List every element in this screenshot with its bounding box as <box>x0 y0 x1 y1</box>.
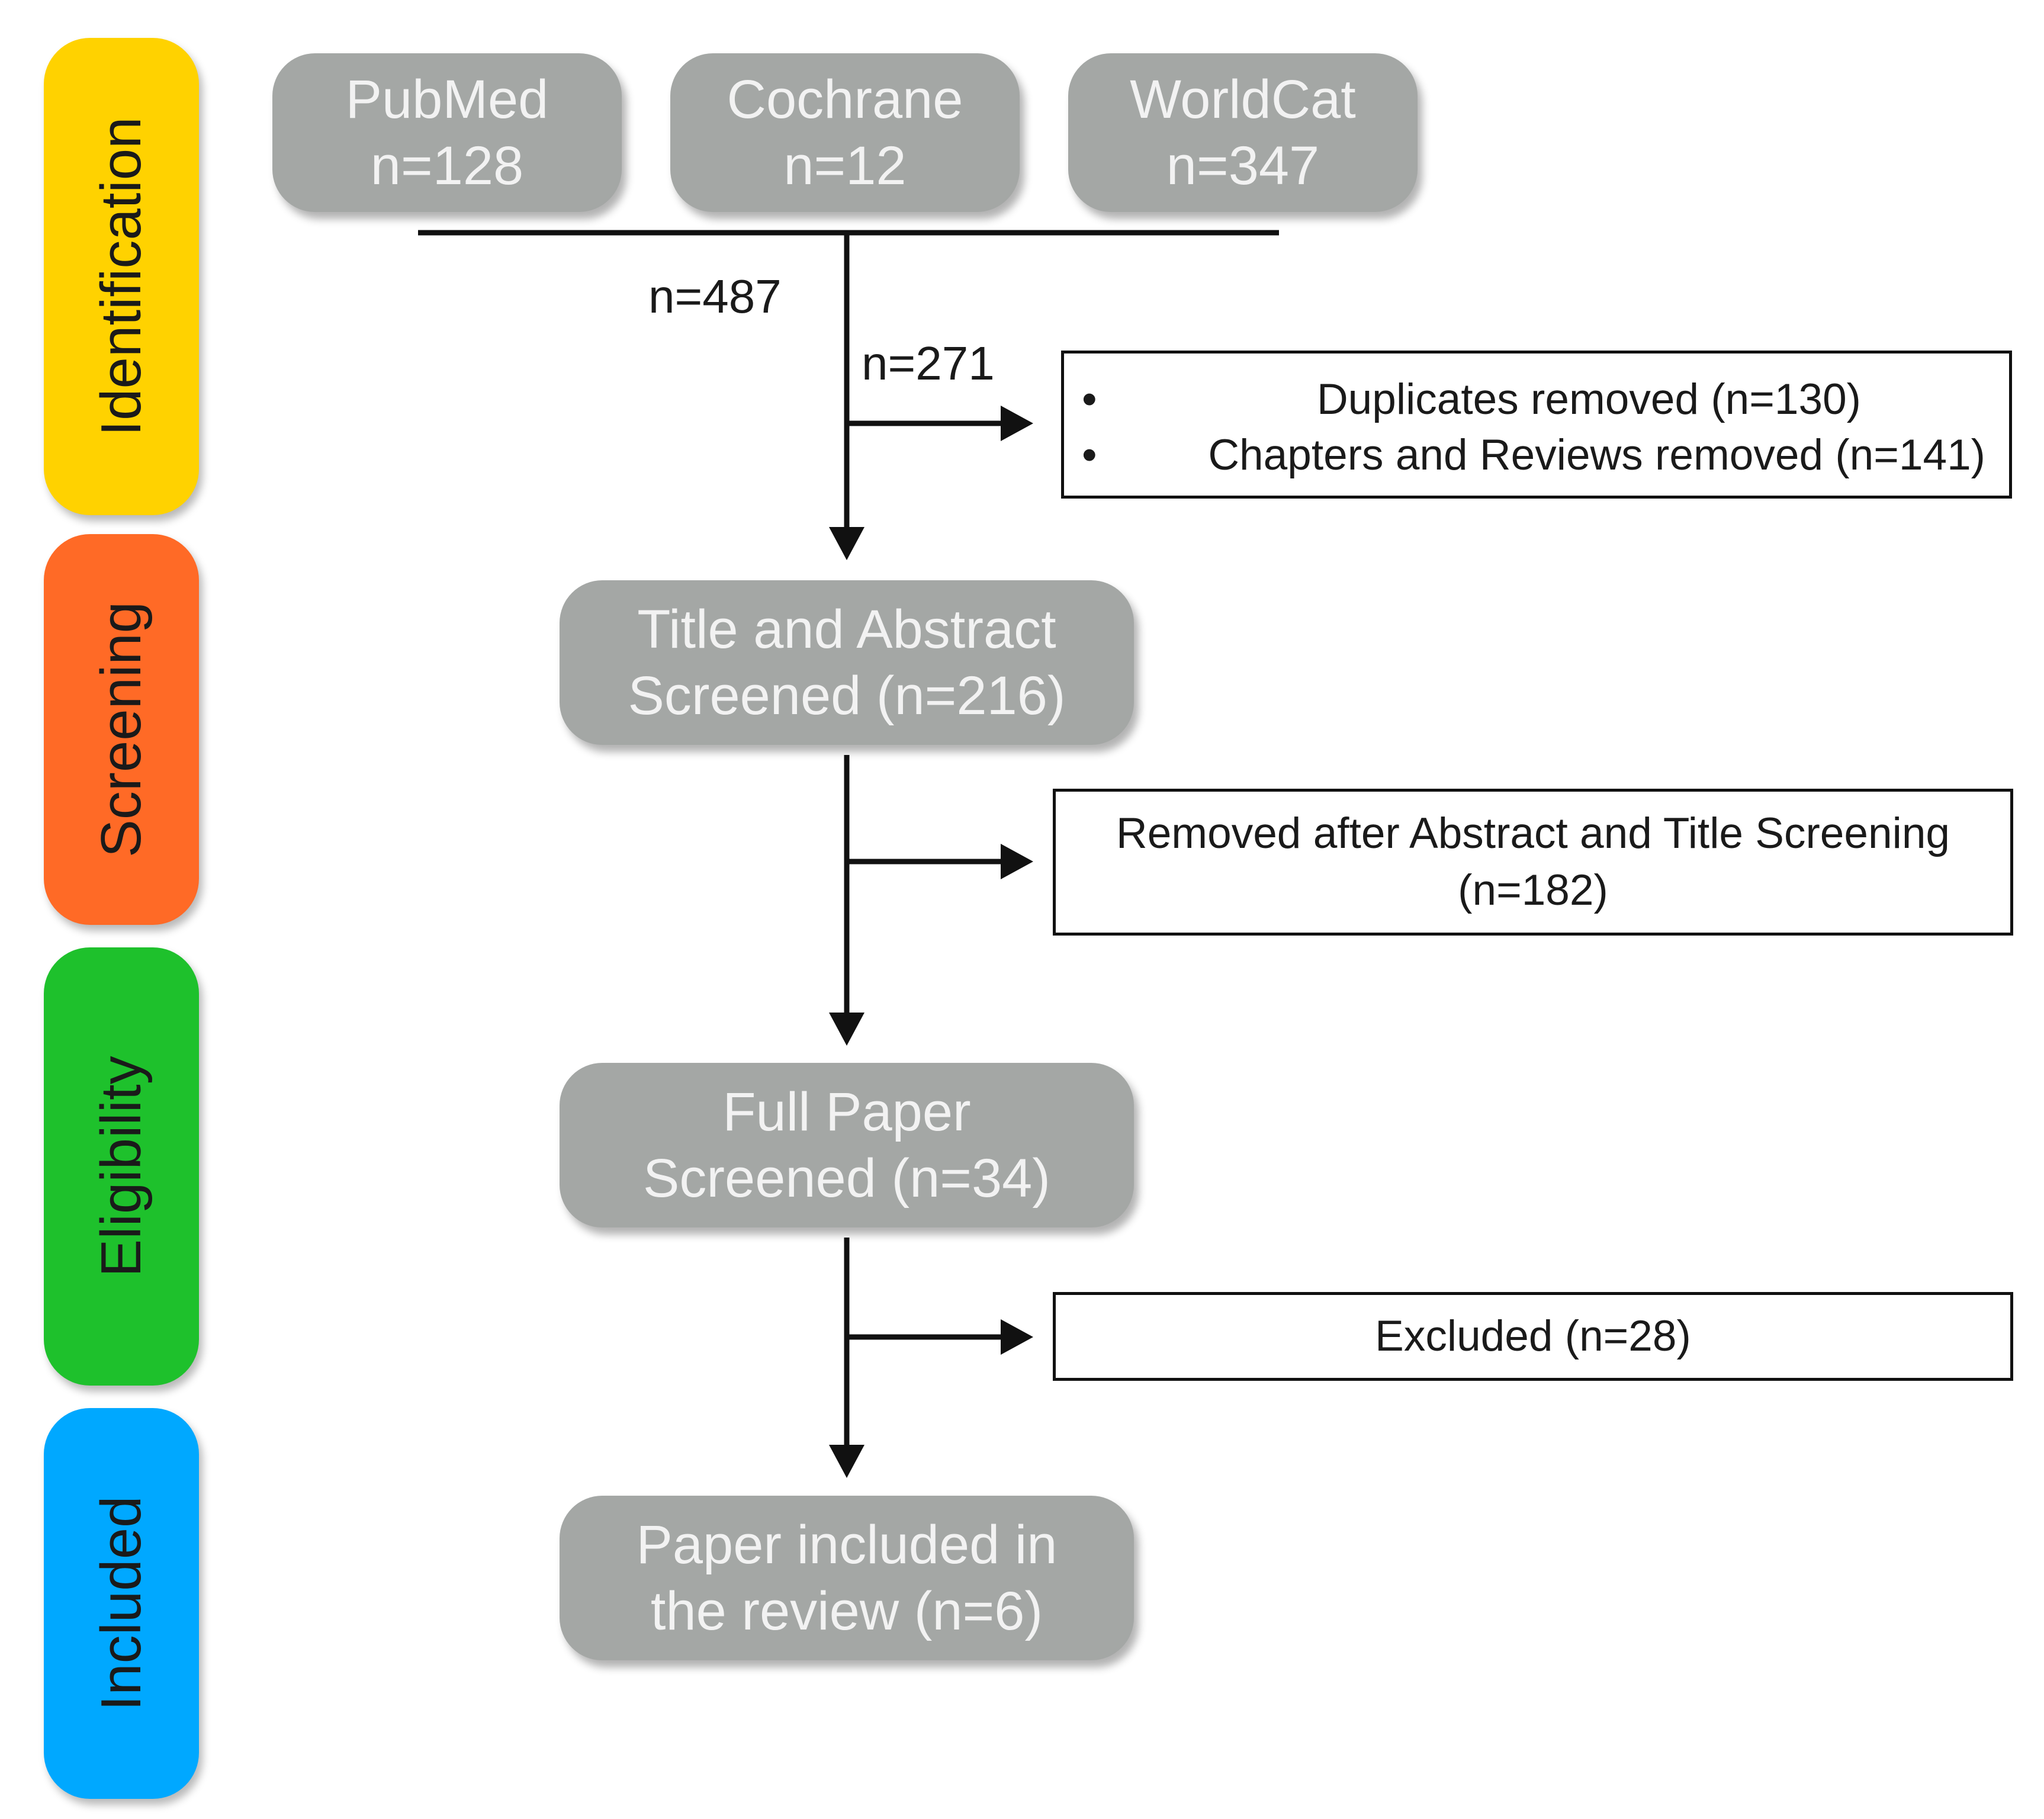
screening-excluded-line-2: (n=182) <box>1458 866 1608 914</box>
screening-excluded-note: Removed after Abstract and Title Screeni… <box>1053 789 2013 936</box>
screened-line-2: Screened (n=216) <box>628 666 1066 726</box>
eligibility-excluded-note: Excluded (n=28) <box>1053 1292 2013 1381</box>
screening-excluded-line-1: Removed after Abstract and Title Screeni… <box>1116 809 1950 857</box>
removal-item-text: Duplicates removed (n=130) <box>1316 375 1861 423</box>
source-name: WorldCat <box>1130 69 1356 130</box>
bullet: • <box>1082 375 1097 423</box>
included-line-2: the review (n=6) <box>650 1581 1043 1641</box>
bullet: • <box>1082 431 1097 479</box>
full-paper-box: Full Paper Screened (n=34) <box>560 1063 1134 1227</box>
included-box: Paper included in the review (n=6) <box>560 1496 1134 1660</box>
stage-identification: Identification <box>44 38 199 515</box>
stage-eligibility: Eligibility <box>44 947 199 1386</box>
stage-screening: Screening <box>44 534 199 925</box>
combined-count: n=487 <box>648 270 782 323</box>
removal-item-chapters: • Chapters and Reviews removed (n=141) <box>1064 430 2009 487</box>
removal-item-duplicates: • Duplicates removed (n=130) <box>1064 375 2009 432</box>
source-cochrane: Cochrane n=12 <box>670 53 1020 212</box>
arrow-to-eligibility-excluded <box>1001 1319 1033 1355</box>
screened-box: Title and Abstract Screened (n=216) <box>560 580 1134 745</box>
full-paper-line-1: Full Paper <box>722 1082 971 1142</box>
source-count: n=347 <box>1166 136 1320 196</box>
arrow-to-removal <box>1001 406 1033 441</box>
removal-item-text: Chapters and Reviews removed (n=141) <box>1208 431 1985 479</box>
arrow-to-screened <box>829 527 864 560</box>
full-paper-line-2: Screened (n=34) <box>643 1148 1050 1209</box>
eligibility-excluded-text: Excluded (n=28) <box>1375 1312 1691 1360</box>
arrow-to-full-paper <box>829 1013 864 1046</box>
source-worldcat: WorldCat n=347 <box>1068 53 1418 212</box>
source-count: n=12 <box>783 136 907 196</box>
source-name: Cochrane <box>727 69 963 130</box>
stage-included: Included <box>44 1408 199 1799</box>
source-count: n=128 <box>370 136 524 196</box>
source-name: PubMed <box>345 69 549 130</box>
branch-count: n=271 <box>862 337 995 390</box>
source-pubmed: PubMed n=128 <box>272 53 622 212</box>
removal-note: • Duplicates removed (n=130) • Chapters … <box>1061 351 2012 499</box>
screened-line-1: Title and Abstract <box>637 599 1056 660</box>
included-line-1: Paper included in <box>636 1515 1058 1575</box>
arrow-to-included <box>829 1445 864 1478</box>
arrow-to-screening-excluded <box>1001 844 1033 879</box>
